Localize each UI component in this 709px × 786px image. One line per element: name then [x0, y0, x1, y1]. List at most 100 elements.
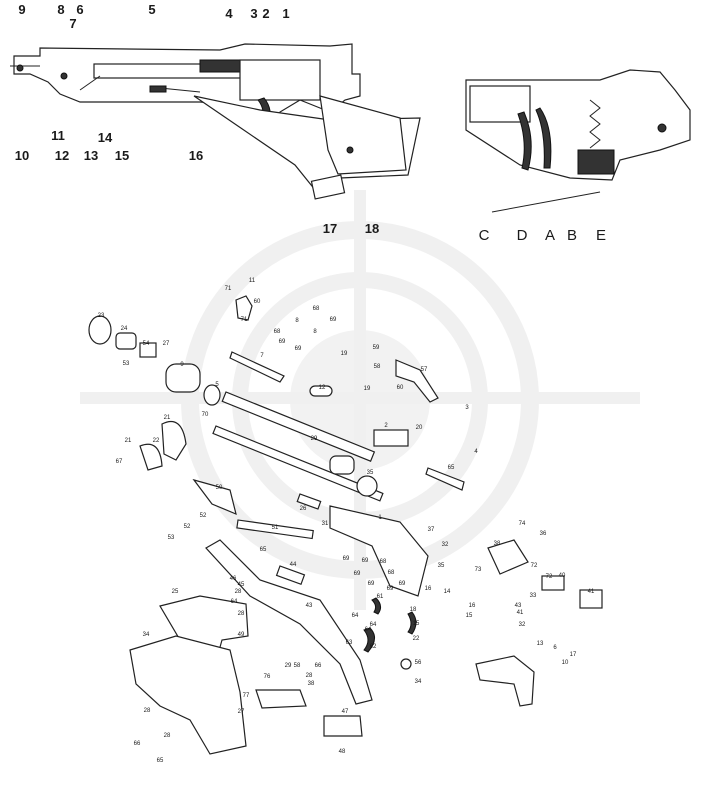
detail-letter-label-4: B: [567, 227, 577, 244]
part-number-label-67: 49: [238, 632, 245, 638]
part-number-label-14: 68: [274, 329, 281, 335]
part-number-label-45: 51: [272, 525, 279, 531]
part-number-label-3: 54: [143, 341, 150, 347]
part-number-label-23: 58: [374, 364, 381, 370]
part-number-label-5: 53: [123, 361, 130, 367]
part-number-label-64: 28: [235, 589, 242, 595]
part-number-label-92: 63: [346, 640, 353, 646]
part-number-label-88: 43: [515, 603, 522, 609]
part-number-label-12: 60: [254, 299, 261, 305]
part-number-label-77: 14: [444, 589, 451, 595]
part-number-label-86: 15: [466, 613, 473, 619]
part-number-label-54: 69: [343, 556, 350, 562]
part-number-label-90: 32: [519, 622, 526, 628]
part-number-label-42: 1: [378, 515, 382, 521]
part-number-label-30: 3: [465, 405, 469, 411]
part-number-label-24: 19: [364, 386, 371, 392]
part-number-label-81: 64: [352, 613, 359, 619]
part-number-label-113: 65: [157, 758, 164, 764]
part-number-label-11: 11: [249, 278, 256, 284]
part-number-label-105: 76: [264, 674, 271, 680]
part-number-label-15: 69: [279, 339, 286, 345]
part-number-label-101: 58: [294, 663, 301, 669]
part-number-label-76: 41: [588, 589, 595, 595]
part-number-label-96: 17: [570, 652, 577, 658]
part-number-label-80: 18: [410, 607, 417, 613]
part-number-label-63: 45: [238, 582, 245, 588]
part-number-label-84: 15: [413, 621, 420, 627]
callout-label-18: 18: [365, 221, 379, 236]
part-number-label-29: 20: [416, 425, 423, 431]
callout-label-4: 7: [69, 16, 76, 31]
part-number-label-46: 53: [168, 535, 175, 541]
part-number-label-47: 65: [260, 547, 267, 553]
part-number-label-52: 36: [540, 531, 547, 537]
part-number-label-51: 74: [519, 521, 526, 527]
part-number-label-35: 21: [164, 415, 171, 421]
part-number-label-17: 68: [313, 306, 320, 312]
detail-letter-label-3: A: [545, 227, 555, 244]
part-number-label-104: 38: [308, 681, 315, 687]
part-number-label-83: 64: [365, 627, 372, 633]
part-number-label-28: 2: [384, 423, 388, 429]
part-number-label-75: 40: [559, 573, 566, 579]
part-number-label-82: 64: [370, 622, 377, 628]
part-number-label-27: 12: [319, 385, 326, 391]
part-number-label-94: 13: [537, 641, 544, 647]
trigger-detail-drawing: [465, 69, 691, 213]
part-number-label-110: 28: [144, 708, 151, 714]
part-number-label-10: 71: [225, 286, 232, 292]
part-number-label-72: 73: [475, 567, 482, 573]
part-number-label-20: 69: [295, 346, 302, 352]
part-number-label-9: 7: [260, 353, 264, 359]
part-number-label-4: 27: [163, 341, 170, 347]
part-number-label-19: 8: [313, 329, 317, 335]
part-number-label-58: 68: [388, 570, 395, 576]
part-number-label-95: 6: [553, 645, 557, 651]
callout-label-7: 3: [250, 6, 257, 21]
part-number-label-93: 62: [370, 644, 377, 650]
part-number-label-108: 47: [342, 709, 349, 715]
exploded-parts: [88, 295, 603, 755]
part-number-label-40: 26: [300, 506, 307, 512]
part-number-label-69: 25: [172, 589, 179, 595]
part-number-label-8: 70: [202, 412, 209, 418]
part-number-label-31: 4: [474, 449, 478, 455]
callout-label-12: 12: [55, 148, 69, 163]
part-number-label-57: 68: [380, 559, 387, 565]
detail-letter-label-2: D: [517, 227, 528, 244]
part-number-label-103: 28: [306, 673, 313, 679]
part-number-label-25: 57: [421, 367, 428, 373]
part-number-label-66: 28: [238, 611, 245, 617]
part-number-label-7: 5: [215, 382, 219, 388]
callout-label-3: 6: [76, 2, 83, 17]
part-number-label-33: 35: [367, 470, 374, 476]
target-watermark: [80, 190, 640, 610]
part-number-label-102: 66: [315, 663, 322, 669]
callout-label-15: 15: [115, 148, 129, 163]
callout-label-14: 14: [98, 130, 113, 145]
callout-label-11: 11: [51, 128, 65, 143]
callout-label-10: 10: [15, 148, 29, 163]
part-number-label-36: 21: [125, 438, 132, 444]
detail-letter-label-5: E: [596, 227, 606, 244]
part-number-label-16: 8: [295, 318, 299, 324]
callout-label-2: 8: [57, 2, 64, 17]
detail-letter-label-1: C: [479, 227, 490, 244]
callout-label-16: 16: [189, 148, 203, 163]
part-number-label-22: 59: [373, 345, 380, 351]
part-number-label-53: 38: [494, 541, 501, 547]
part-number-label-74: 72: [546, 574, 553, 580]
callout-label-5: 5: [148, 2, 155, 17]
part-number-label-43: 52: [200, 513, 207, 519]
callout-label-9: 1: [282, 6, 289, 21]
part-number-label-89: 41: [517, 610, 524, 616]
part-number-label-39: 50: [216, 485, 223, 491]
part-number-label-71: 35: [438, 563, 445, 569]
callout-label-8: 2: [262, 6, 269, 21]
